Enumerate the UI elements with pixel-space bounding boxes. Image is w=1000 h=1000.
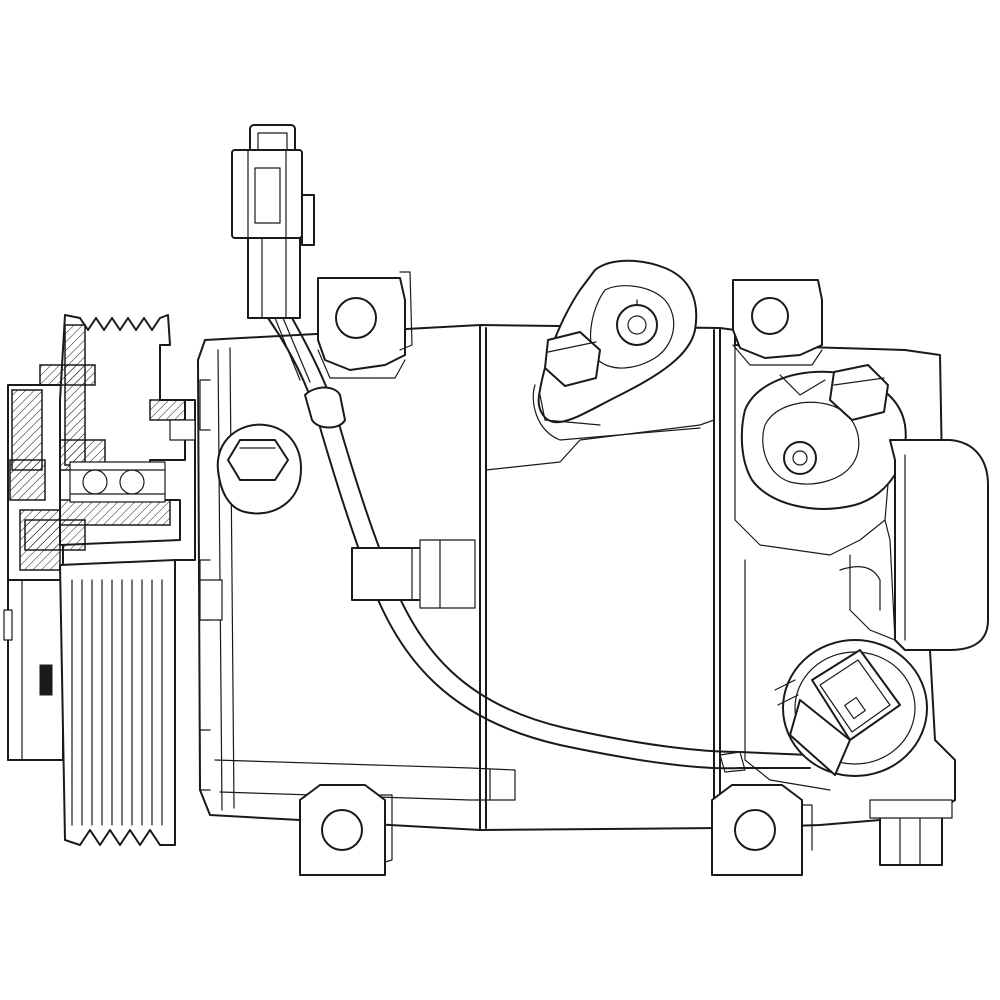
- pressure-switch: [774, 639, 928, 777]
- mounting-ear-bottom-rear: [711, 784, 813, 876]
- port-fitting-discharge: [532, 259, 701, 441]
- mounting-ear-top-front: [317, 271, 413, 379]
- port-fitting-suction: [740, 364, 907, 510]
- front-housing-bolt: [216, 423, 302, 515]
- mounting-ear-bottom-front: [299, 784, 393, 876]
- pulley-clutch-assembly: [3, 314, 196, 846]
- bearing: [69, 461, 166, 503]
- rear-bottom-fitting: [869, 799, 953, 866]
- electrical-connector: [231, 124, 315, 319]
- pulley-grooves: [71, 579, 163, 826]
- rear-cover-block: [889, 439, 989, 651]
- mounting-ear-top-rear: [732, 279, 823, 366]
- wiring-harness: [267, 317, 811, 773]
- pulley-lower: [59, 559, 176, 846]
